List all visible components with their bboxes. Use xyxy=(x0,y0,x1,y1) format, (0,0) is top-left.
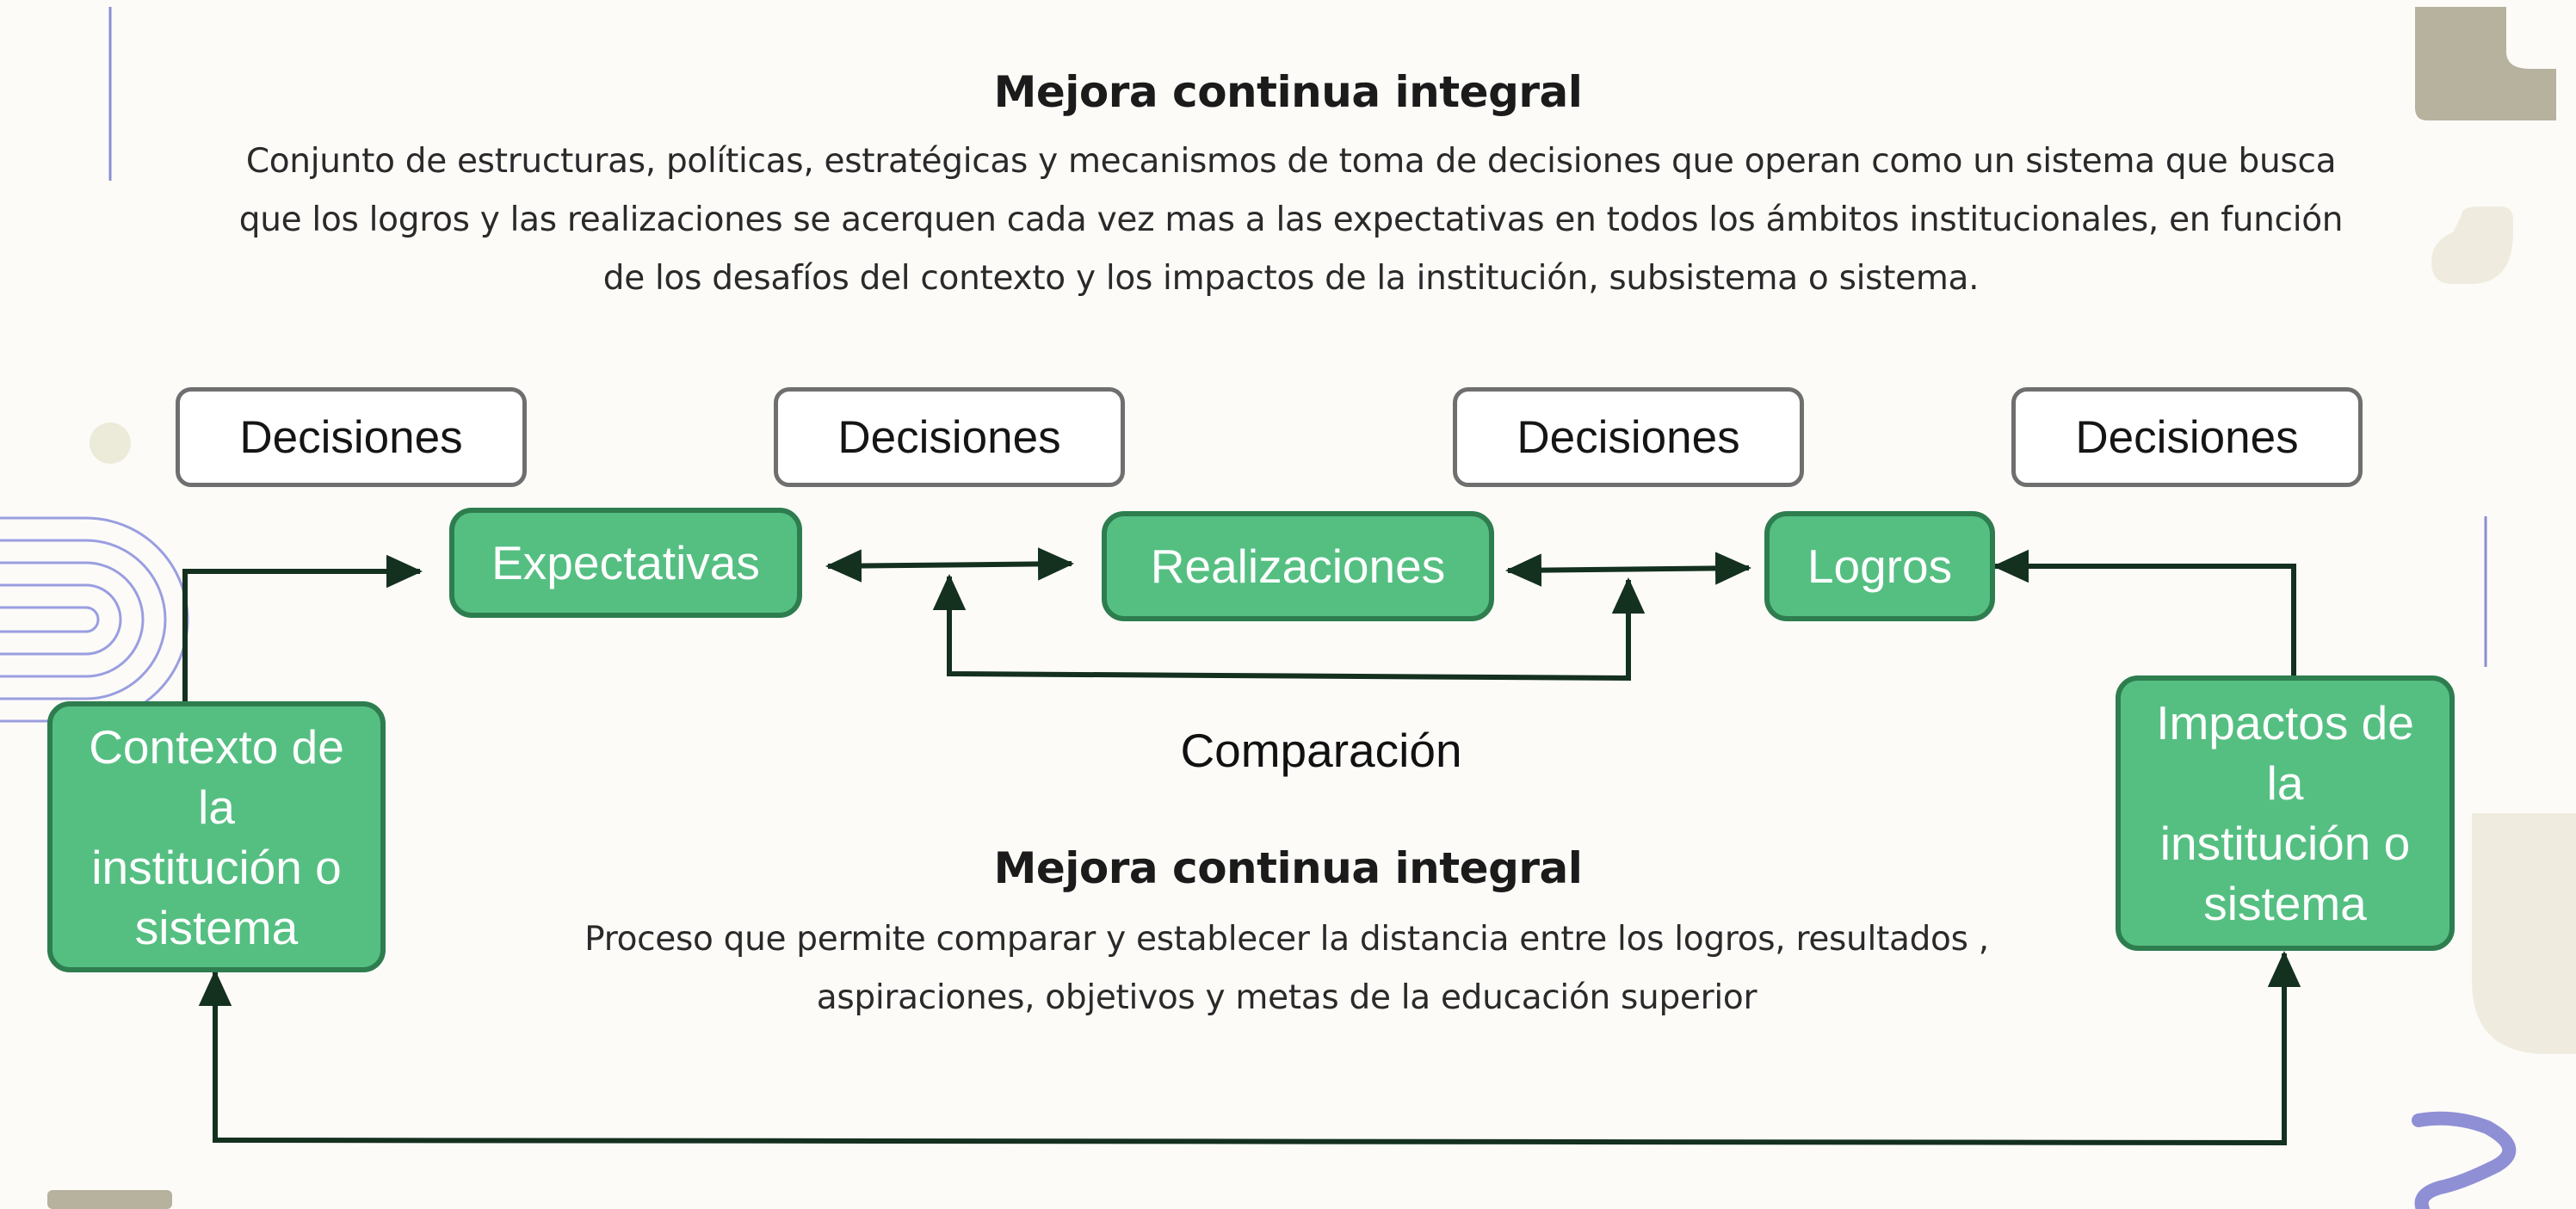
arrow-expectativas-realizaciones xyxy=(825,547,1074,583)
header-title: Mejora continua integral xyxy=(993,67,1583,117)
decor-tan-block-top-right xyxy=(2415,7,2556,120)
footer-description: Proceso que permite comparar y establece… xyxy=(584,920,1989,1017)
header-description: Conjunto de estructuras, políticas, estr… xyxy=(238,142,2344,298)
arrow-bottom-loop xyxy=(198,951,2301,1146)
decor-cream-tall-shape xyxy=(2472,813,2576,1054)
decor-purple-squiggle xyxy=(2412,1111,2517,1209)
arrow-realizaciones-logros xyxy=(1505,552,1751,587)
footer-title: Mejora continua integral xyxy=(993,843,1583,893)
decisiones-box-1: Decisiones xyxy=(176,387,527,487)
decisiones-box-3: Decisiones xyxy=(1453,387,1804,487)
arrow-impactos-to-logros xyxy=(1992,549,2296,675)
decor-tan-block-bottom-left xyxy=(47,1190,172,1209)
logros-box: Logros xyxy=(1764,511,1995,621)
expectativas-box: Expectativas xyxy=(449,508,802,618)
arrow-comparacion-bracket xyxy=(932,574,1646,682)
impactos-box: Impactos de la institución o sistema xyxy=(2116,675,2455,951)
realizaciones-box: Realizaciones xyxy=(1102,511,1494,621)
arrow-contexto-to-expectativas xyxy=(182,554,423,704)
decor-circle-left xyxy=(90,423,131,464)
comparacion-label: Comparación xyxy=(1180,724,1462,777)
decor-cream-blob xyxy=(2431,207,2513,284)
decisiones-box-2: Decisiones xyxy=(774,387,1125,487)
decisiones-box-4: Decisiones xyxy=(2011,387,2363,487)
contexto-box: Contexto de la institución o sistema xyxy=(47,701,386,972)
